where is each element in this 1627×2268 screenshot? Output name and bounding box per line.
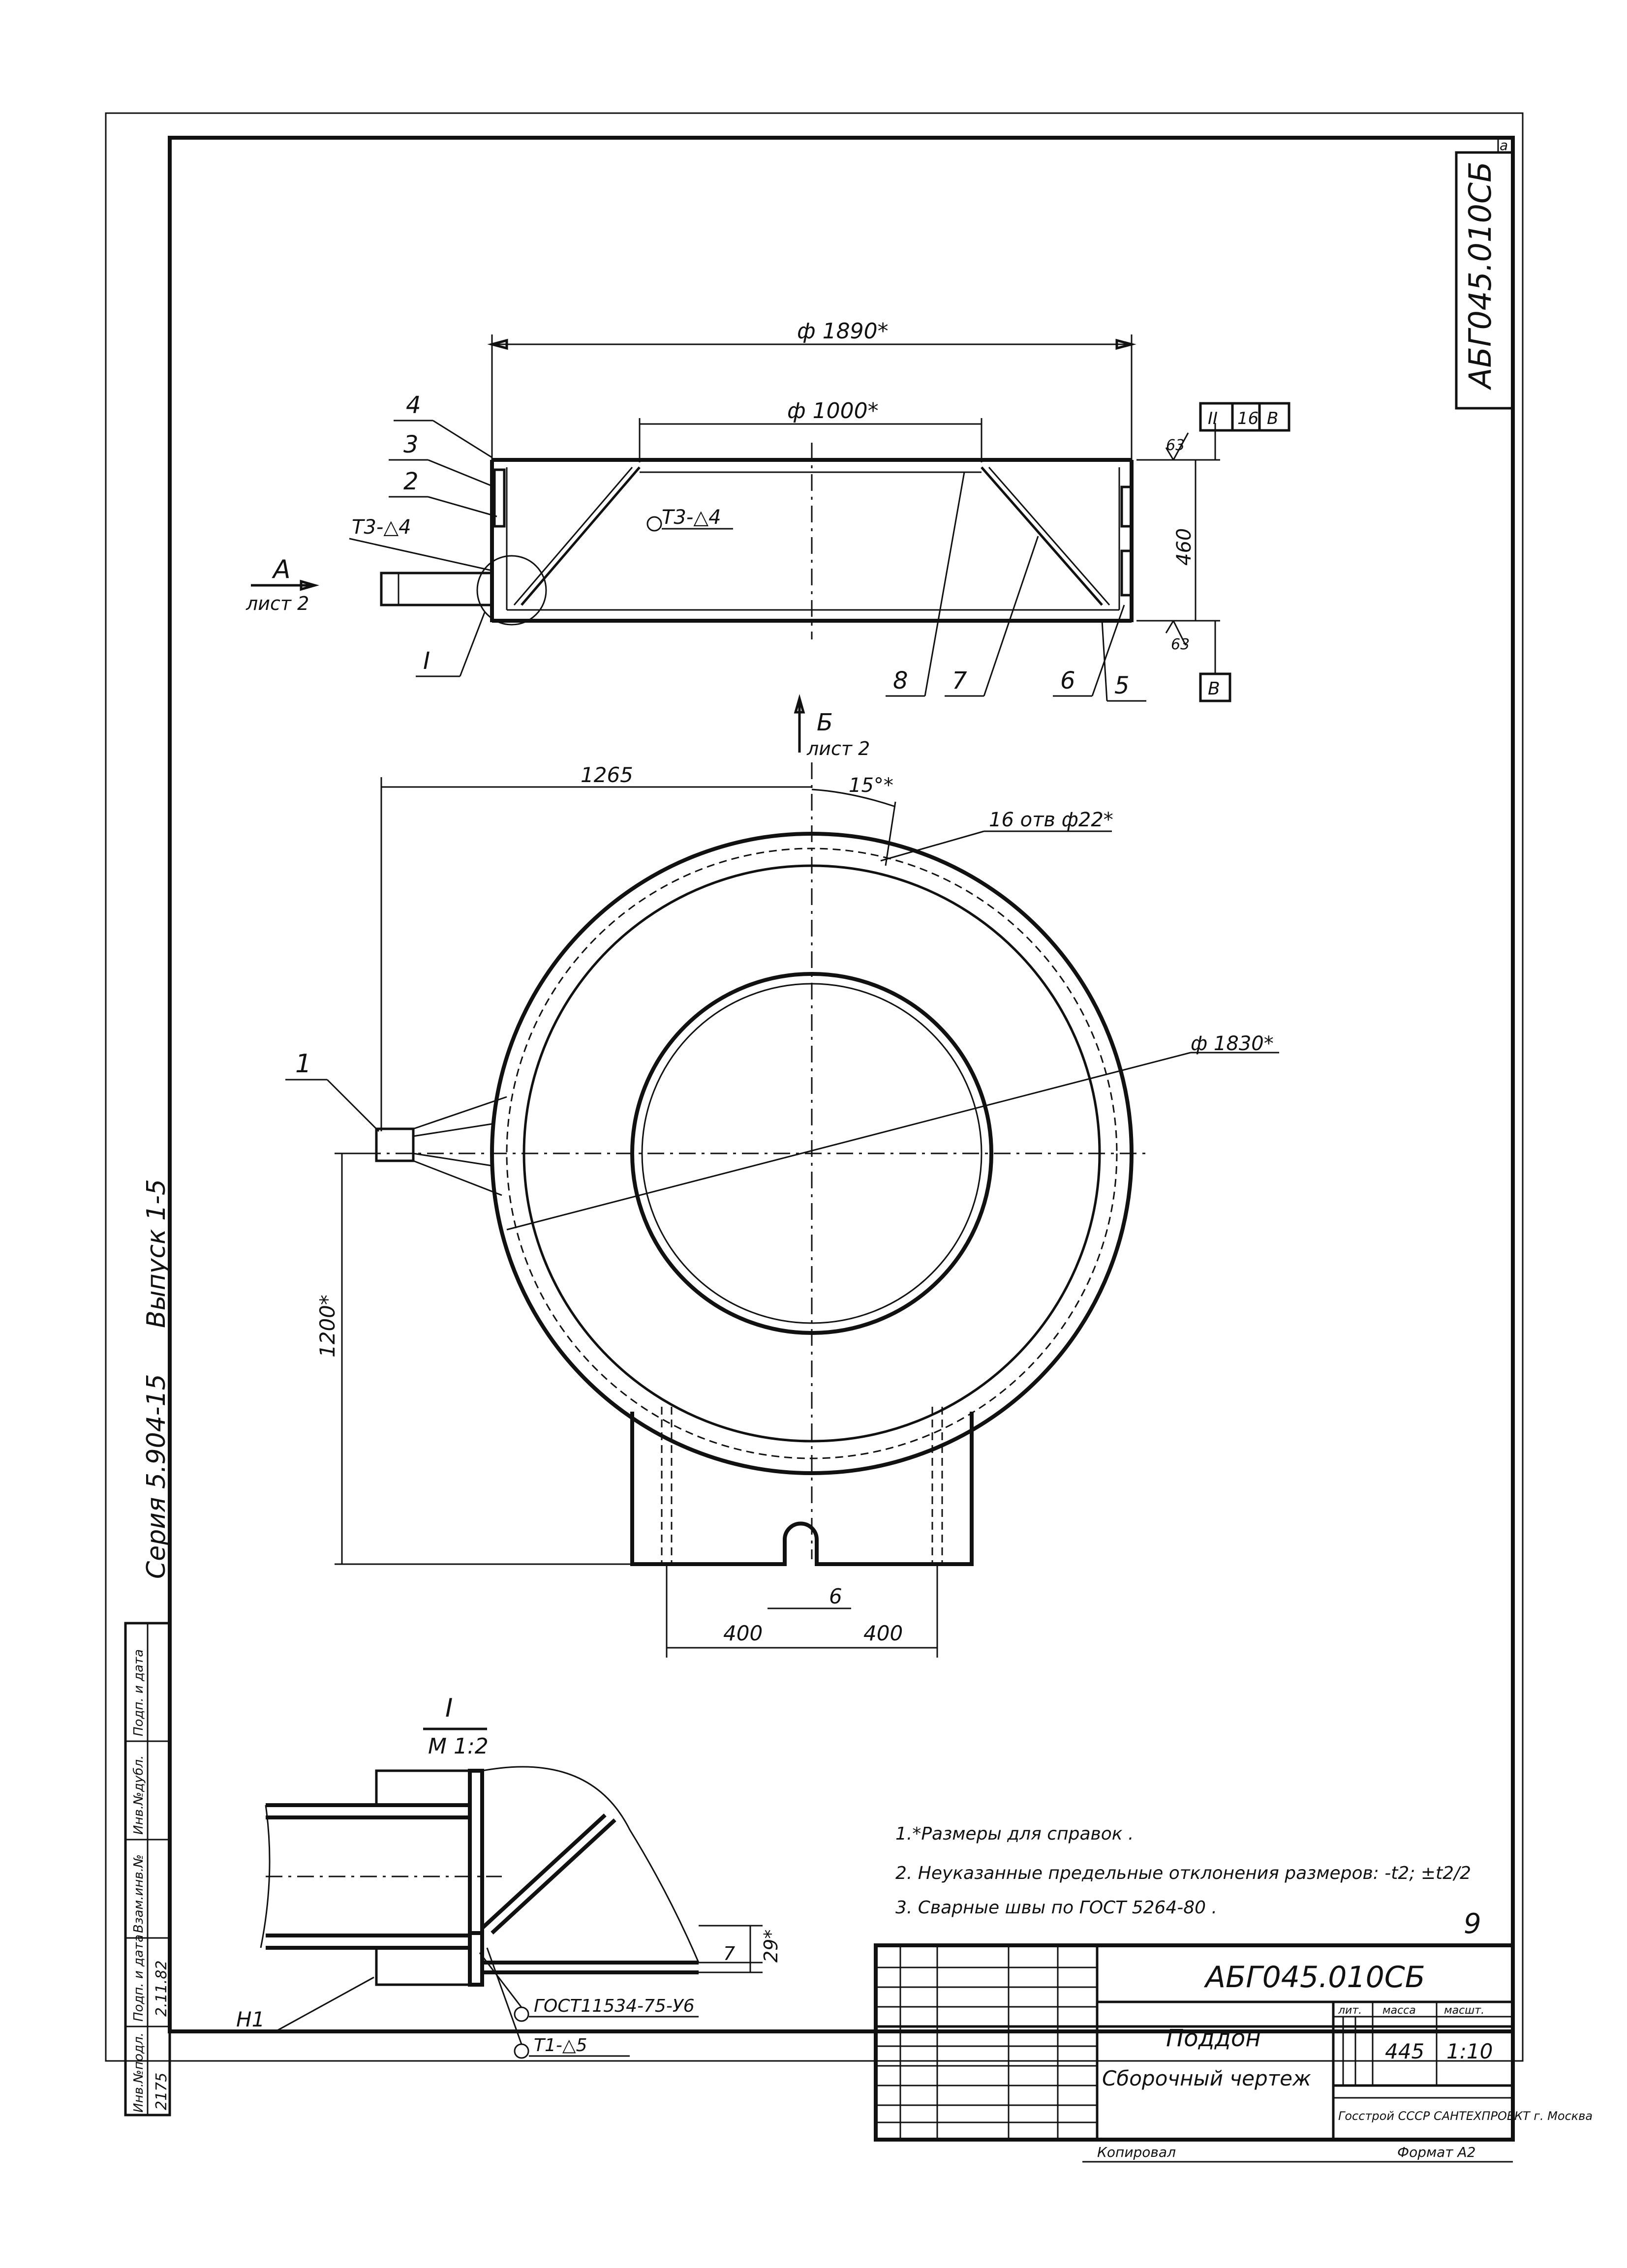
dim-1830: ф 1830* bbox=[1191, 1032, 1274, 1055]
weld-left-label: Т3-△4 bbox=[352, 516, 411, 539]
section-b-label: Б bbox=[817, 709, 833, 736]
dim-height-460: 460 bbox=[1173, 528, 1196, 566]
dim-1265: 1265 bbox=[581, 763, 633, 787]
detail-scale: М 1:2 bbox=[428, 1734, 489, 1759]
title-org: Госстрой СССР САНТЕХПРОЕКТ г. Москва bbox=[1338, 2109, 1593, 2123]
dim-inner-1000: ф 1000* bbox=[787, 398, 879, 423]
callout-8: 8 bbox=[893, 667, 908, 695]
datum-box-1: 16 bbox=[1237, 409, 1259, 428]
left-stamp-label-3: Инв.№дубл. bbox=[131, 1755, 146, 1835]
plan-view: Б лист 2 ф 1830* 1265 15°* 16 отв ф22* bbox=[285, 694, 1279, 1658]
left-stamp-label-2: Взам.инв.№ bbox=[131, 1854, 146, 1933]
dim-6: 6 bbox=[829, 1584, 842, 1608]
callout-4: 4 bbox=[406, 392, 421, 419]
page-number: 9 bbox=[1464, 1908, 1481, 1940]
view-a-sheet: лист 2 bbox=[246, 593, 309, 614]
callout-3: 3 bbox=[403, 431, 419, 458]
title-mass: 445 bbox=[1385, 2039, 1424, 2063]
side-series-text: Серия 5.904-15 bbox=[142, 1374, 171, 1579]
title-name: Поддон bbox=[1166, 2025, 1261, 2052]
top-code-text: АБГ045.010СБ bbox=[1462, 161, 1498, 391]
left-stamp-label-4: Подп. и дата bbox=[131, 1649, 146, 1736]
dim-holes: 16 отв ф22* bbox=[989, 809, 1113, 831]
weld-center-label: Т3-△4 bbox=[662, 506, 721, 529]
title-code: АБГ045.010СБ bbox=[1203, 1960, 1425, 1995]
note-3: 3. Сварные швы по ГОСТ 5264-80 . bbox=[895, 1898, 1217, 1918]
left-stamp-inv-no: 2175 bbox=[153, 2073, 170, 2110]
left-stamp-date: 2.11.82 bbox=[153, 1960, 170, 2017]
detail-ref-i: I bbox=[423, 647, 430, 675]
left-stamp: Инв.№подл. Подп. и дата Взам.инв.№ Инв.№… bbox=[124, 1622, 171, 2117]
datum-box-2: В bbox=[1267, 409, 1278, 428]
title-doc-type: Сборочный чертеж bbox=[1102, 2066, 1311, 2090]
detail-gost: ГОСТ11534-75-У6 bbox=[534, 1996, 695, 2016]
top-view: ф 1890* ф 1000* 460 bbox=[246, 319, 1290, 702]
callout-1: 1 bbox=[295, 1049, 311, 1079]
top-code-box bbox=[1455, 151, 1514, 410]
note-1: 1.*Размеры для справок . bbox=[895, 1824, 1134, 1844]
bottom-copied-label: Копировал bbox=[1097, 2144, 1176, 2160]
dim-outer-1890: ф 1890* bbox=[797, 319, 889, 344]
section-b-sheet: лист 2 bbox=[806, 738, 870, 759]
detail-dim-29: 29* bbox=[760, 1930, 782, 1963]
notes: 1.*Размеры для справок . 2. Неуказанные … bbox=[895, 1824, 1471, 1918]
callout-2: 2 bbox=[403, 468, 419, 495]
detail-weld: Т1-△5 bbox=[534, 2035, 587, 2056]
title-block: АБГ045.010СБ Поддон Сборочный чертеж лит… bbox=[874, 1943, 1593, 2142]
callout-7: 7 bbox=[952, 667, 967, 695]
bottom-format-label: Формат А2 bbox=[1397, 2144, 1475, 2160]
view-a-label: А bbox=[272, 555, 291, 584]
left-stamp-label-1: Подп. и дата bbox=[131, 1935, 146, 2022]
detail-dim-7: 7 bbox=[723, 1943, 735, 1965]
detail-view: I М 1:2 7 29* Н1 bbox=[231, 1693, 782, 2059]
left-stamp-label-0: Инв.№подл. bbox=[131, 2032, 146, 2113]
dim-400-left: 400 bbox=[723, 1621, 763, 1645]
datum-ref-b: В bbox=[1208, 679, 1220, 699]
dim-1200: 1200* bbox=[315, 1295, 339, 1358]
title-label-scale: масшт. bbox=[1444, 2004, 1484, 2017]
title-scale: 1:10 bbox=[1446, 2039, 1493, 2063]
roughness-bottom: 63 bbox=[1171, 636, 1190, 653]
callout-6: 6 bbox=[1060, 667, 1075, 695]
sheet-corner-letter: а bbox=[1500, 137, 1508, 153]
dim-400-right: 400 bbox=[863, 1621, 903, 1645]
detail-label-h1: Н1 bbox=[236, 2007, 265, 2031]
note-2: 2. Неуказанные предельные отклонения раз… bbox=[895, 1863, 1471, 1883]
datum-frame: II 16 В bbox=[1199, 402, 1290, 432]
title-label-mass: масса bbox=[1382, 2004, 1416, 2017]
callout-5: 5 bbox=[1114, 672, 1130, 699]
roughness-top: 63 bbox=[1166, 437, 1185, 454]
dim-angle-15: 15°* bbox=[849, 774, 893, 797]
side-issue-text: Выпуск 1-5 bbox=[142, 1179, 171, 1328]
inner-frame bbox=[168, 136, 1515, 2033]
title-label-lit: лит. bbox=[1338, 2004, 1362, 2017]
datum-box-0: II bbox=[1208, 409, 1218, 428]
detail-title: I bbox=[445, 1693, 453, 1723]
